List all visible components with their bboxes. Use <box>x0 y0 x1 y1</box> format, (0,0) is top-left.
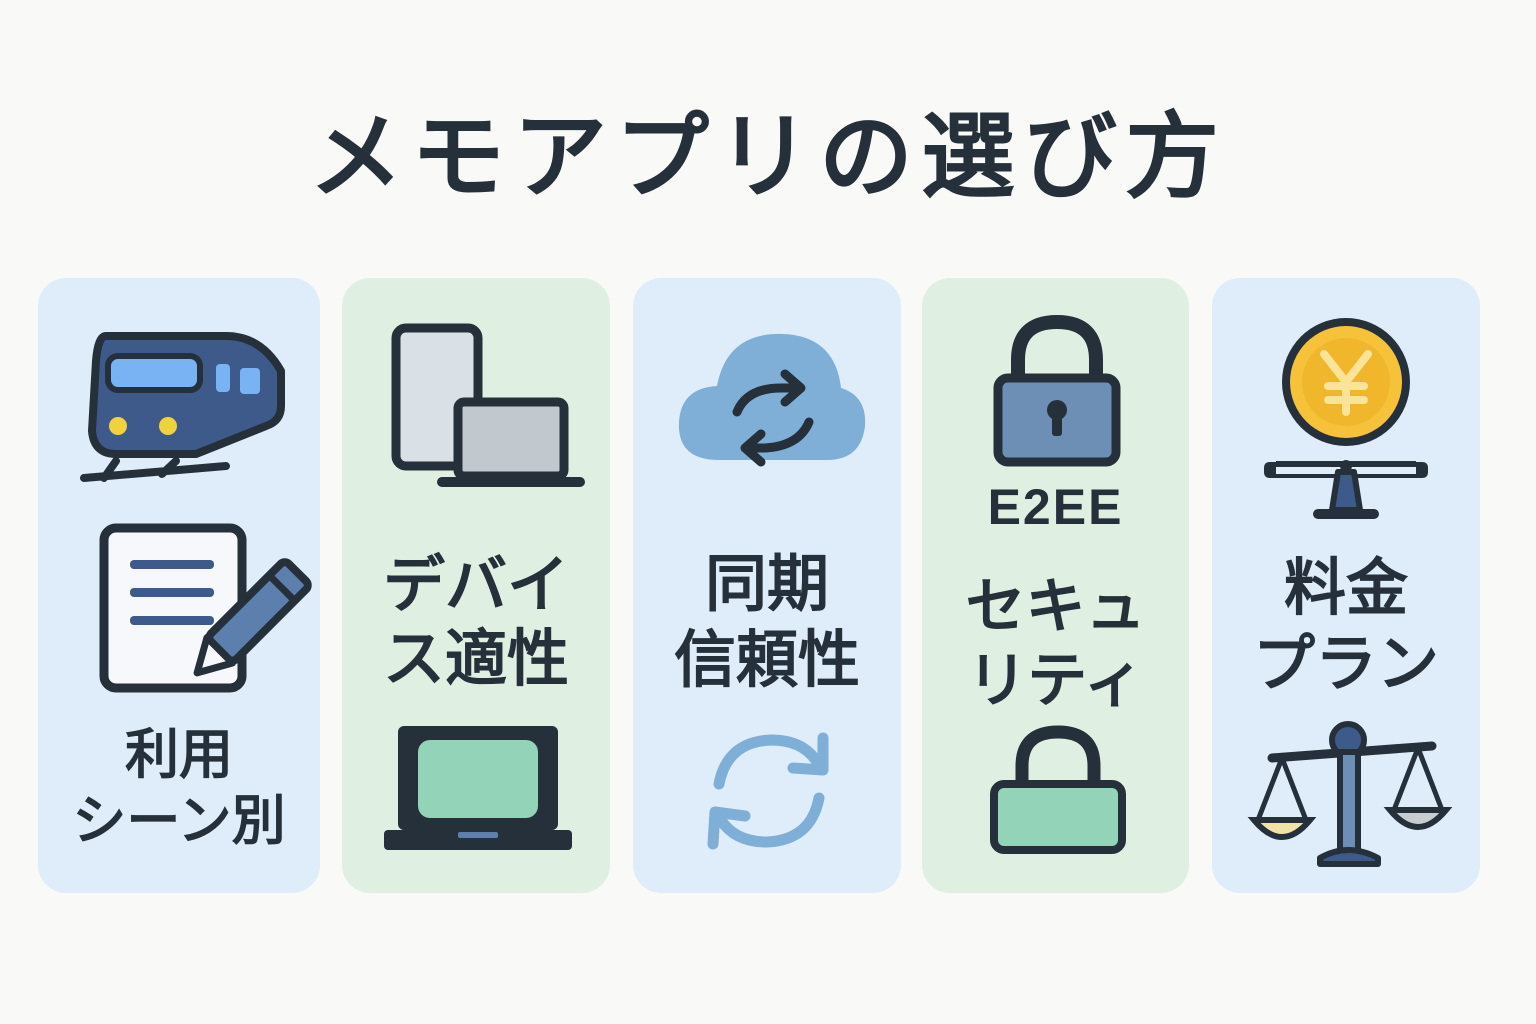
train-icon <box>80 332 285 482</box>
card-usage-scene: 利用 シーン別 <box>38 278 320 893</box>
document-pencil-icon <box>99 523 312 693</box>
label-line: 信頼性 <box>673 623 860 696</box>
padlock-open-icon <box>990 725 1126 854</box>
page-title: メモアプリの選び方 <box>308 103 1227 212</box>
cloud-sync-icon <box>678 333 866 467</box>
card-device-suitability: デバイ ス適性 <box>342 278 610 893</box>
card-security-label: セキュ リティ <box>922 570 1189 718</box>
label-line: ス適性 <box>382 622 569 695</box>
label-line: セキュ <box>965 572 1146 642</box>
card-device-suitability-label: デバイ ス適性 <box>342 548 610 696</box>
label-line: 利用 <box>125 723 233 786</box>
label-line: 同期 <box>704 547 829 620</box>
card-pricing-plan: 料金 プラン <box>1212 278 1480 893</box>
label-line: リティ <box>967 646 1144 716</box>
card-security-top-label: E2EE <box>987 479 1124 535</box>
card-security: E2EE セキュ リティ <box>922 278 1189 893</box>
scale-icon <box>1247 721 1453 867</box>
label-line: プラン <box>1252 627 1439 700</box>
card-pricing-plan-label: 料金 プラン <box>1212 550 1480 702</box>
yen-coin-icon <box>1264 318 1428 519</box>
phone-laptop-icon <box>391 323 585 487</box>
card-usage-scene-label: 利用 シーン別 <box>38 722 320 854</box>
sync-arrows-icon <box>707 732 829 850</box>
padlock-icon <box>993 314 1121 467</box>
laptop-icon <box>384 726 572 850</box>
label-line: 料金 <box>1283 551 1408 624</box>
label-line: シーン別 <box>72 789 286 852</box>
card-sync-reliability: 同期 信頼性 <box>633 278 901 893</box>
card-sync-reliability-label: 同期 信頼性 <box>633 546 901 698</box>
label-line: デバイ <box>382 548 569 621</box>
